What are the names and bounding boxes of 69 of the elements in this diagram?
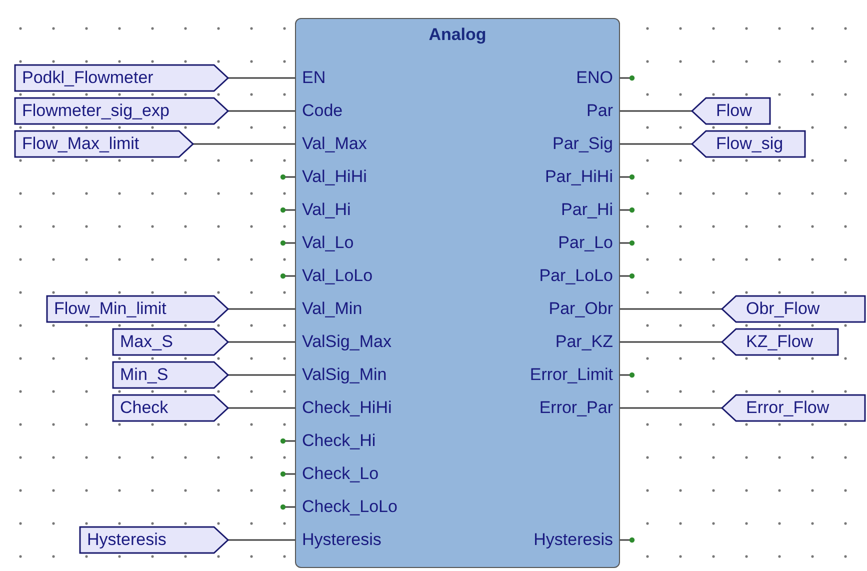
wire: [228, 539, 295, 541]
pin-label: ValSig_Min: [296, 364, 387, 386]
pin-stub: [280, 207, 295, 213]
pin-label: Par_Lo: [558, 232, 619, 254]
pin-label: Error_Par: [539, 397, 619, 419]
pin-label: Check_LoLo: [296, 496, 398, 518]
pin-label: Val_Max: [296, 133, 367, 155]
pin-label: Val_Min: [296, 298, 362, 320]
pin-label: Hysteresis: [534, 529, 619, 551]
wire: [228, 341, 295, 343]
input-tag: Podkl_Flowmeter: [15, 65, 228, 91]
input-tag: Flow_Max_limit: [15, 131, 193, 157]
pin-label: Par_Hi: [561, 199, 619, 221]
wire: [620, 308, 722, 310]
pin-label: Par_LoLo: [539, 265, 619, 287]
pin-stub: [280, 273, 295, 279]
pin-label: Error_Limit: [530, 364, 619, 386]
pin-label: Par_Sig: [552, 133, 619, 155]
pin-stub: [280, 438, 295, 444]
wire: [620, 341, 722, 343]
input-tag: Hysteresis: [80, 527, 228, 553]
output-tag: Flow_sig: [692, 131, 805, 157]
wire: [193, 143, 295, 145]
function-block: [295, 18, 620, 568]
pin-label: EN: [296, 67, 326, 89]
input-tag: Max_S: [113, 329, 228, 355]
pin-label: Val_LoLo: [296, 265, 373, 287]
wire: [228, 77, 295, 79]
input-tag: Check: [113, 395, 228, 421]
pin-stub: [620, 240, 635, 246]
input-tag: Min_S: [113, 362, 228, 388]
pin-label: Val_Lo: [296, 232, 354, 254]
pin-label: Check_Hi: [296, 430, 376, 452]
pin-stub: [280, 174, 295, 180]
pin-label: ValSig_Max: [296, 331, 392, 353]
output-tag: KZ_Flow: [722, 329, 838, 355]
pin-stub: [620, 75, 635, 81]
pin-label: Code: [296, 100, 343, 122]
pin-stub: [620, 537, 635, 543]
pin-label: Par_KZ: [555, 331, 619, 353]
pin-stub: [620, 207, 635, 213]
wire: [228, 308, 295, 310]
pin-label: ENO: [576, 67, 619, 89]
pin-label: Val_HiHi: [296, 166, 367, 188]
pin-label: Val_Hi: [296, 199, 351, 221]
output-tag: Flow: [692, 98, 770, 124]
wire: [620, 110, 692, 112]
wire: [620, 143, 692, 145]
input-tag: Flowmeter_sig_exp: [15, 98, 228, 124]
pin-label: Check_HiHi: [296, 397, 392, 419]
input-tag: Flow_Min_limit: [47, 296, 228, 322]
pin-stub: [620, 372, 635, 378]
wire: [620, 407, 722, 409]
output-tag: Error_Flow: [722, 395, 865, 421]
wire: [228, 110, 295, 112]
pin-label: Check_Lo: [296, 463, 379, 485]
pin-label: Par_Obr: [548, 298, 619, 320]
pin-stub: [620, 273, 635, 279]
pin-stub: [280, 240, 295, 246]
pin-stub: [280, 504, 295, 510]
pin-label: Hysteresis: [296, 529, 382, 551]
output-tag: Obr_Flow: [722, 296, 865, 322]
pin-label: Par_HiHi: [544, 166, 619, 188]
block-title: Analog: [428, 25, 486, 45]
wire: [228, 407, 295, 409]
pin-stub: [620, 174, 635, 180]
wire: [228, 374, 295, 376]
pin-stub: [280, 471, 295, 477]
pin-label: Par: [586, 100, 619, 122]
